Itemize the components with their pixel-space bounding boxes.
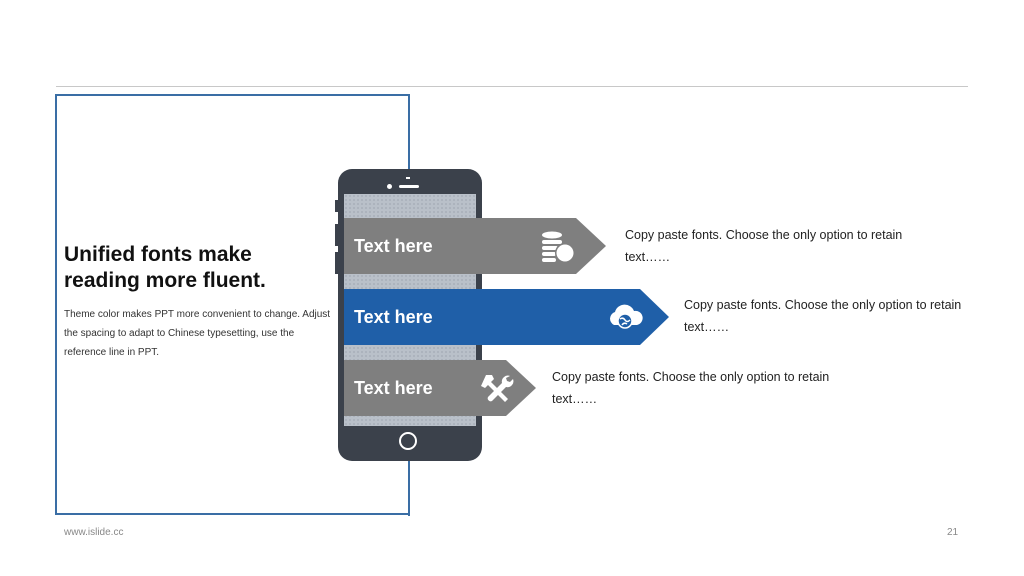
banner-item-3: Text here	[344, 360, 536, 416]
slide-body-text: Theme color makes PPT more convenient to…	[64, 309, 331, 358]
item-description-1: Copy paste fonts. Choose the only option…	[625, 228, 903, 264]
banner-item-2: Text here	[344, 289, 669, 345]
item-description-2: Copy paste fonts. Choose the only option…	[684, 298, 962, 334]
footer-url: www.islide.cc	[64, 527, 124, 538]
banner-arrow-shape	[344, 289, 669, 345]
content-frame	[55, 94, 409, 515]
phone-speaker	[399, 185, 419, 188]
banner-label: Text here	[354, 236, 433, 256]
top-divider	[56, 86, 968, 87]
phone-camera	[387, 184, 392, 189]
phone-side-button	[335, 200, 339, 212]
phone-volume-button	[335, 224, 339, 246]
frame-right-edge-top	[408, 94, 410, 171]
phone-home-button	[399, 432, 417, 450]
banner-arrow-shape	[344, 360, 536, 416]
page-number: 21	[947, 527, 959, 538]
banner-label: Text here	[354, 378, 433, 398]
slide-title: Unified fonts make reading more fluent.	[64, 243, 266, 292]
banner-arrow-shape	[344, 218, 606, 274]
phone-volume-button	[335, 252, 339, 274]
banner-item-1: Text here	[344, 218, 606, 274]
phone-sensor	[406, 177, 410, 179]
cloud-globe-icon	[606, 303, 644, 331]
frame-right-edge-bottom	[408, 459, 410, 516]
tools-icon	[480, 371, 516, 407]
coins-icon	[540, 230, 576, 264]
item-description-3: Copy paste fonts. Choose the only option…	[552, 370, 830, 406]
banner-label: Text here	[354, 307, 433, 327]
